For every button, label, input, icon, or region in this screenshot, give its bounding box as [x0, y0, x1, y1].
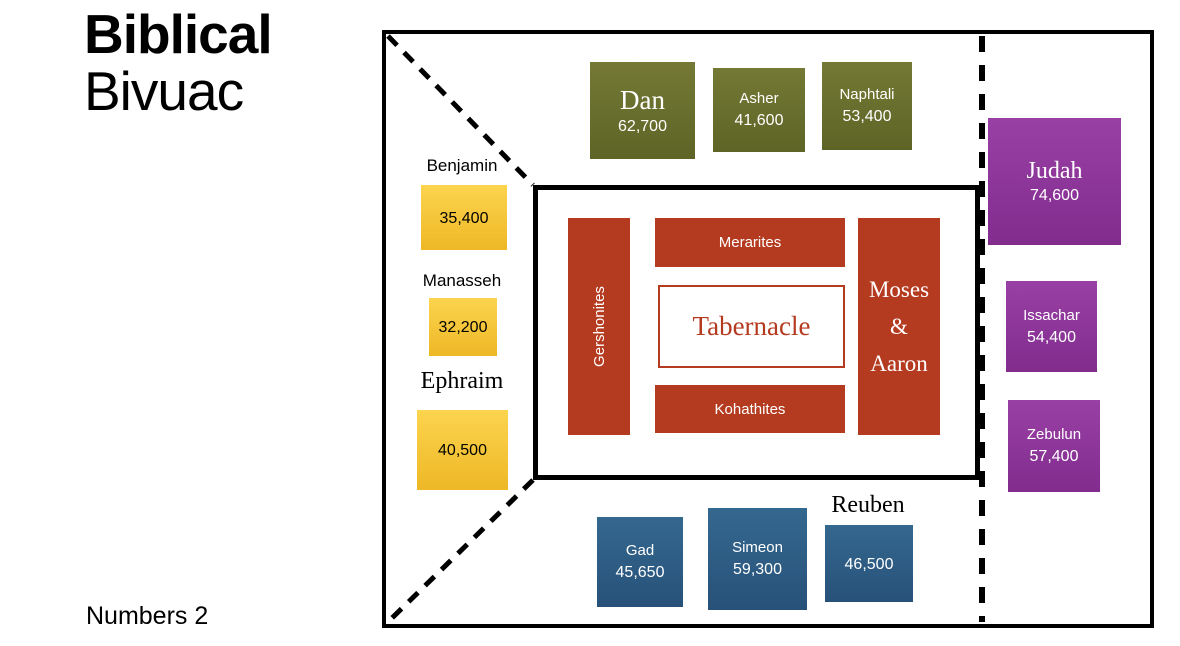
tribe-label-benjamin: Benjamin	[426, 156, 498, 175]
moses-aaron-line2: &	[890, 313, 908, 339]
scripture-reference: Numbers 2	[86, 602, 209, 630]
tribe-name: Zebulun	[1026, 426, 1082, 443]
tribe-count: 41,600	[734, 112, 784, 129]
tribe-name: Asher	[739, 90, 779, 107]
tribe-count: 35,400	[439, 209, 489, 227]
merarites-bar: Merarites	[655, 218, 845, 267]
tribe-count: 74,600	[1030, 187, 1079, 204]
moses-aaron-line1: Moses	[868, 276, 930, 302]
kohathites-label: Kohathites	[714, 400, 786, 418]
title-line1: Biblical	[84, 3, 273, 65]
moses-aaron-bar: Moses & Aaron	[858, 218, 940, 435]
tribe-count: 59,300	[733, 561, 782, 578]
title-line2: Bivuac	[84, 60, 244, 123]
camp-boundary: Dan 62,700 Asher 41,600 Naphtali 53,400 …	[382, 30, 1154, 628]
tribe-label-manasseh: Manasseh	[422, 271, 502, 290]
tabernacle-label: Tabernacle	[692, 311, 811, 341]
tribe-box-ephraim: 40,500	[417, 410, 508, 490]
moses-aaron-line3: Aaron	[870, 350, 928, 376]
tribe-label-ephraim: Ephraim	[420, 368, 504, 394]
merarites-label: Merarites	[718, 234, 782, 251]
tribe-name: Simeon	[732, 539, 783, 556]
tribe-name: Dan	[620, 85, 665, 115]
tabernacle-box: Tabernacle	[658, 285, 845, 368]
tribe-name: Judah	[1026, 158, 1083, 184]
tribe-box-manasseh: 32,200	[429, 298, 497, 356]
gershonites-label: Gershonites	[590, 286, 608, 367]
tribe-name: Naphtali	[839, 86, 895, 103]
tribe-count: 62,700	[618, 118, 667, 135]
tribe-box-reuben: 46,500	[825, 525, 913, 602]
tribe-name: Gad	[625, 542, 655, 559]
tribe-count: 57,400	[1029, 448, 1079, 465]
tribe-box-issachar: Issachar 54,400	[1006, 281, 1097, 372]
tribe-box-simeon: Simeon 59,300	[708, 508, 807, 610]
tribe-count: 46,500	[844, 555, 894, 573]
gershonites-bar: Gershonites	[568, 218, 630, 435]
tribe-count: 53,400	[842, 108, 892, 125]
tribe-box-asher: Asher 41,600	[713, 68, 805, 152]
dashed-diagonal-top	[386, 34, 535, 187]
tribe-box-naphtali: Naphtali 53,400	[822, 62, 912, 150]
tribe-box-zebulun: Zebulun 57,400	[1008, 400, 1100, 492]
tribe-box-judah: Judah 74,600	[988, 118, 1121, 245]
levite-compound: Gershonites Merarites Tabernacle Kohathi…	[533, 185, 980, 480]
dashed-diagonal-bottom	[388, 478, 535, 622]
tribe-box-benjamin: 35,400	[421, 185, 507, 250]
tribe-count: 40,500	[438, 442, 487, 459]
tribe-box-dan: Dan 62,700	[590, 62, 695, 159]
tribe-count: 54,400	[1027, 328, 1076, 346]
camp-division-lines	[386, 34, 985, 622]
tribe-count: 45,650	[615, 564, 665, 581]
tribe-name: Issachar	[1023, 306, 1080, 324]
tribe-box-gad: Gad 45,650	[597, 517, 683, 607]
kohathites-bar: Kohathites	[655, 385, 845, 433]
tribe-count: 32,200	[438, 319, 488, 336]
page-title: Biblical Bivuac	[84, 3, 273, 123]
tribe-label-reuben: Reuben	[831, 492, 905, 518]
